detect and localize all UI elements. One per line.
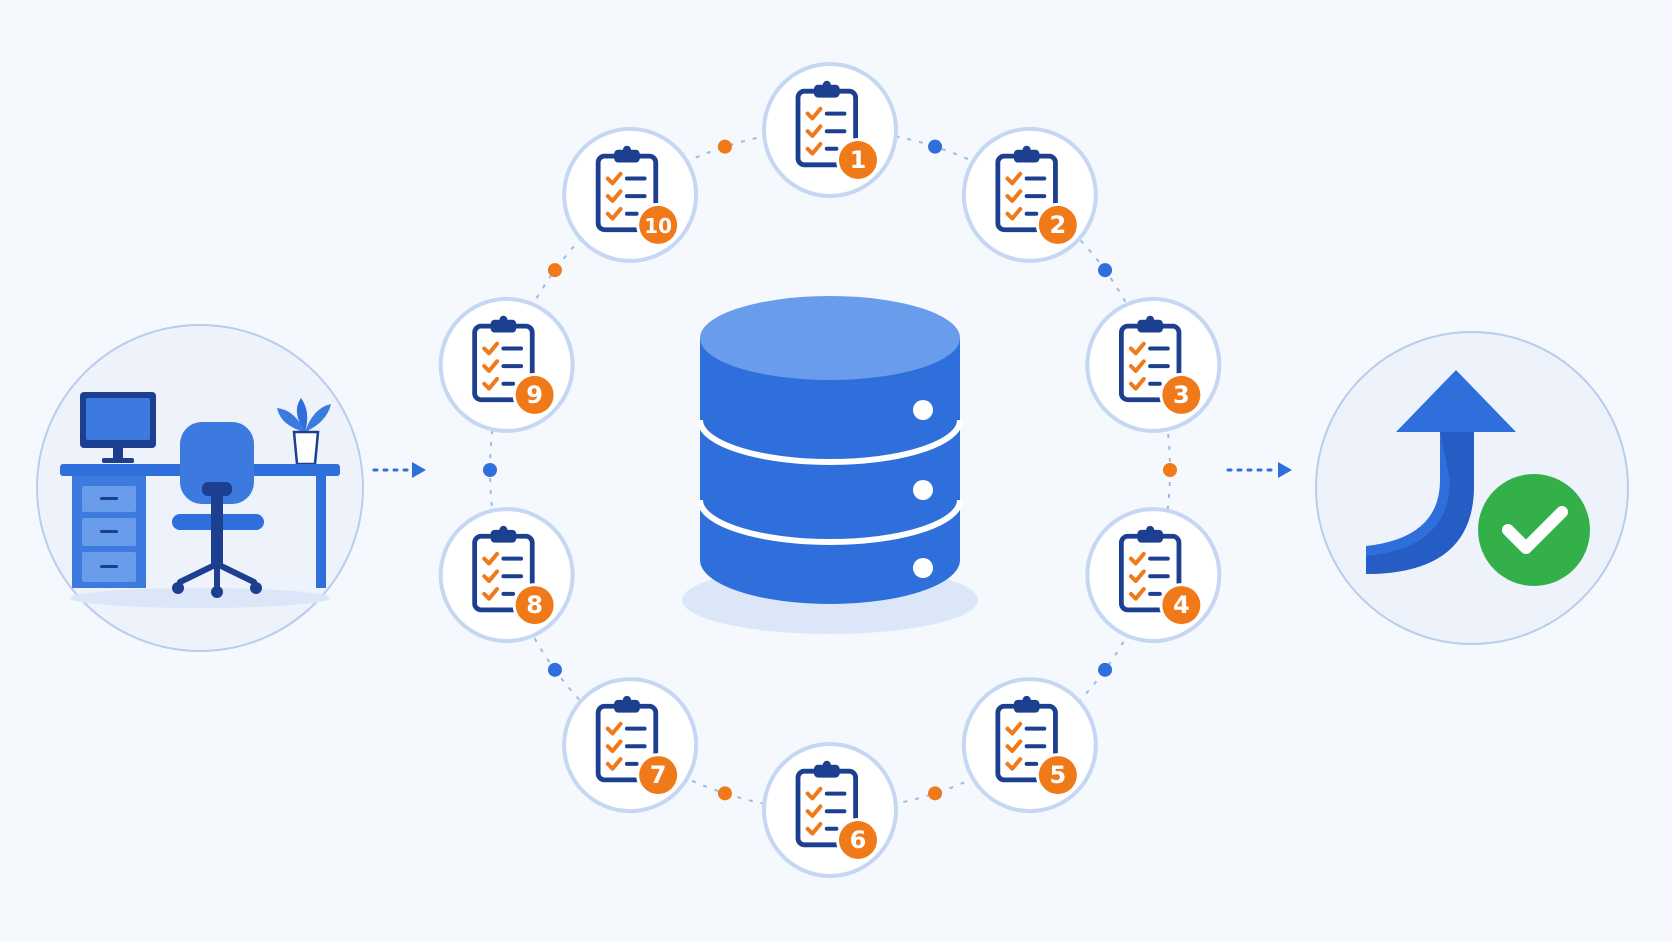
step-number: 4 (1173, 591, 1190, 619)
checklist-step: 3 (1085, 296, 1222, 433)
step-number: 8 (526, 591, 543, 619)
step-badge (839, 141, 877, 179)
connector-dot (717, 139, 732, 154)
step-badge (1162, 375, 1201, 414)
checklist-step: 8 (438, 507, 575, 644)
step-number: 3 (1173, 381, 1190, 409)
connector-dot (547, 263, 562, 278)
step-number: 10 (644, 214, 672, 238)
checklist-step: 4 (1085, 507, 1222, 644)
step-badge (639, 756, 678, 795)
checklist-step: 1 (762, 62, 898, 198)
checklist-step: 2 (961, 126, 1098, 263)
connector-dot (717, 786, 732, 801)
database-icon (682, 296, 978, 634)
step-number: 1 (850, 146, 867, 174)
connector-dot (1098, 263, 1113, 278)
step-badge (1162, 586, 1201, 625)
result-circle (1315, 331, 1629, 645)
connector-dot (1098, 662, 1113, 677)
workspace-circle (36, 324, 364, 652)
step-badge (839, 821, 877, 859)
connector-dot (547, 662, 562, 677)
orbit-dots (483, 139, 1177, 801)
upward-arrow-icon (1366, 370, 1516, 574)
step-badge (1038, 756, 1077, 795)
checklist-step: 10 (562, 126, 699, 263)
step-badge (515, 586, 554, 625)
desk-workspace-icon (60, 392, 340, 608)
connector-dot (483, 463, 497, 477)
flow-arrow-in (372, 462, 426, 478)
flow-arrow-out (1226, 462, 1292, 478)
step-badge (515, 375, 554, 414)
checklist-step: 6 (762, 742, 898, 878)
connector-dot (1163, 463, 1177, 477)
step-number: 6 (850, 826, 867, 854)
step-badge (1038, 205, 1077, 244)
step-number: 2 (1049, 211, 1066, 239)
checkmark-icon (1478, 474, 1590, 586)
checklist-steps: 1 2 3 4 5 6 7 8 9 10 (438, 62, 1222, 878)
checklist-step: 5 (961, 677, 1098, 814)
step-number: 7 (650, 761, 667, 789)
connector-dot (928, 786, 943, 801)
checklist-step: 9 (438, 296, 575, 433)
checklist-step: 7 (562, 677, 699, 814)
step-number: 5 (1049, 761, 1066, 789)
step-badge (639, 205, 678, 244)
step-number: 9 (526, 381, 543, 409)
connector-dot (928, 139, 943, 154)
